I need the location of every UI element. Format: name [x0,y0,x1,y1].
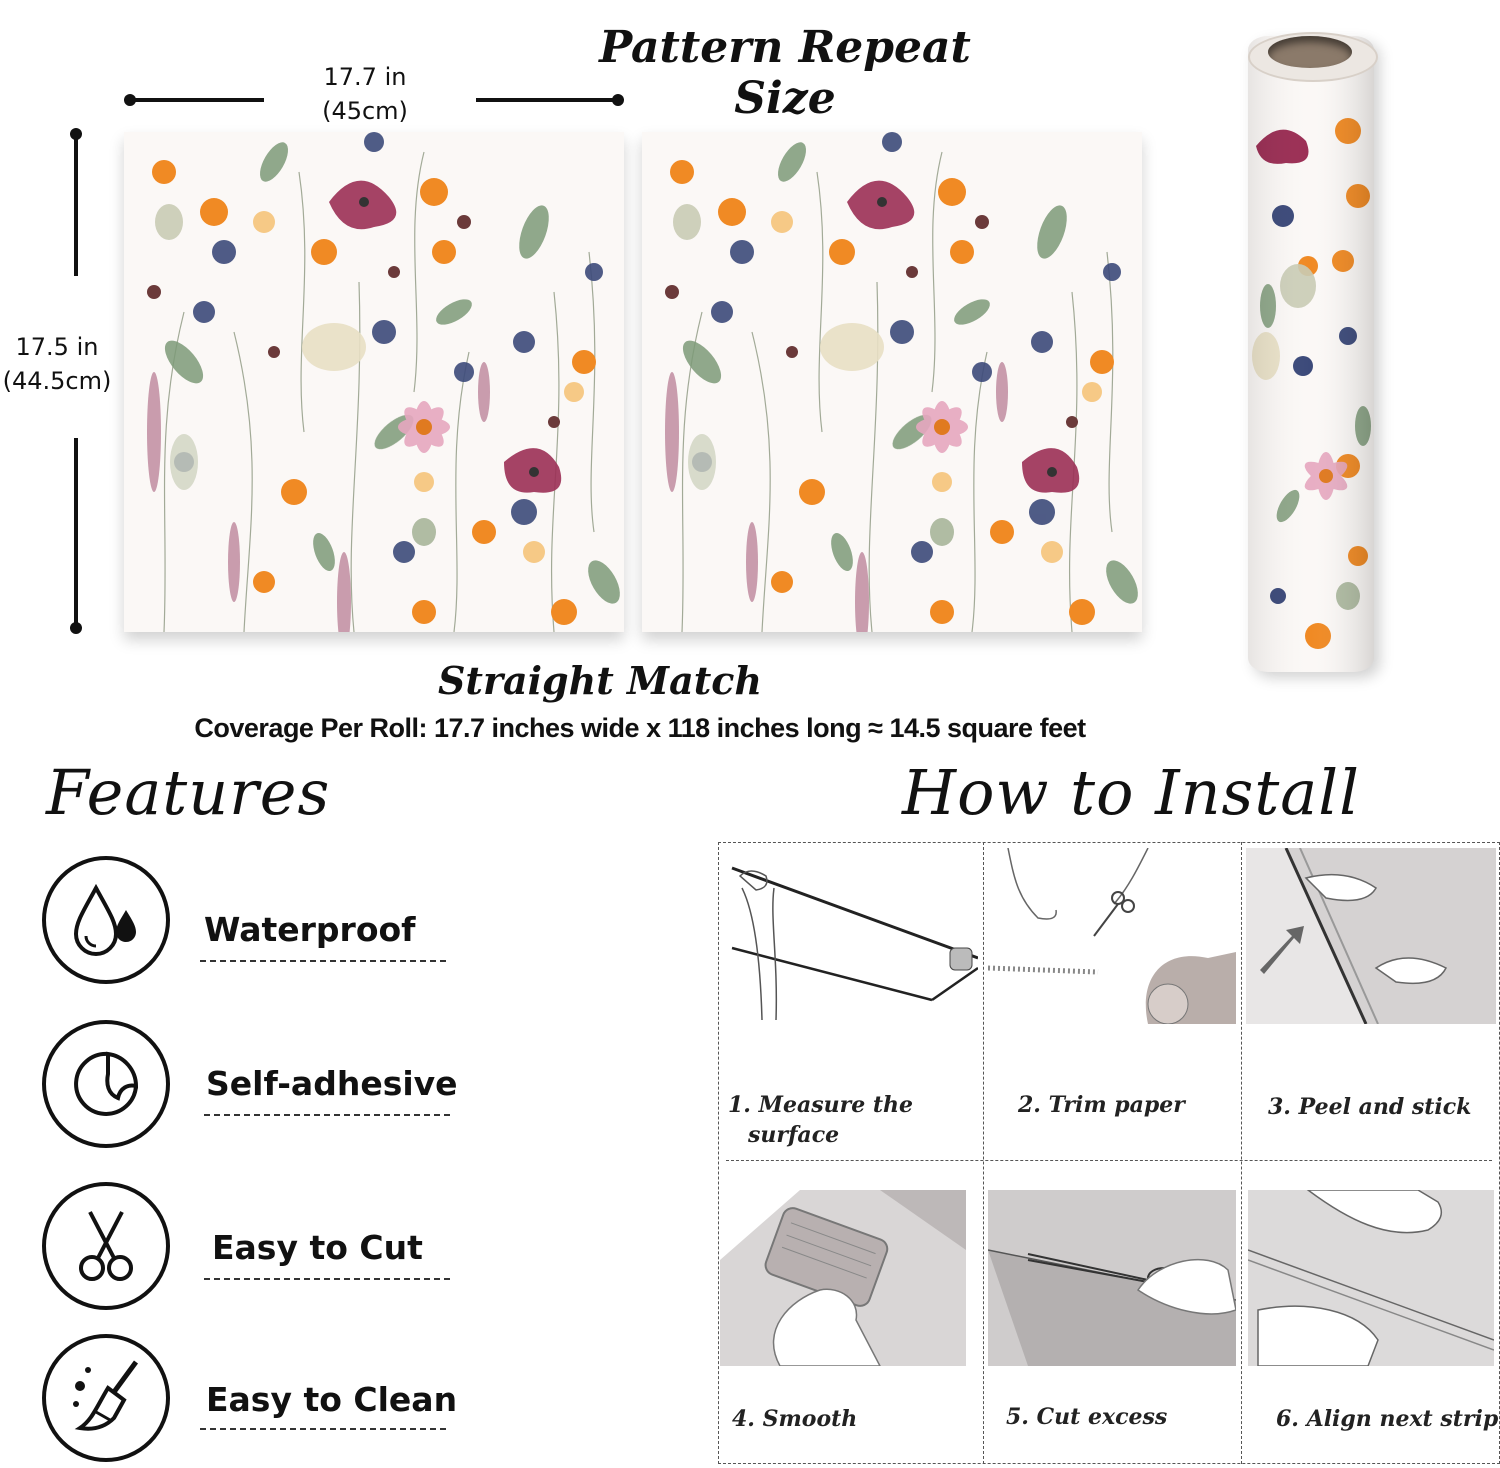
dimension-endpoint [612,94,624,106]
width-label-inches: 17.7 in [323,63,407,91]
roll-core [1268,36,1352,68]
waterproof-badge [42,856,170,984]
features-title: Features [46,756,331,829]
width-label: 17.7 in (45cm) [290,60,440,128]
feature-divider [204,1278,450,1280]
step-trim-illustration [988,848,1236,1024]
how-to-install-title: How to Install [902,756,1360,829]
step-measure-illustration [722,848,978,1020]
grid-divider [1241,842,1242,1464]
feature-label-waterproof: Waterproof [204,910,416,949]
easy-to-clean-badge [42,1334,170,1462]
width-label-cm: (45cm) [322,97,408,125]
broom-sparkle-icon [73,1360,139,1431]
height-dimension-line-top [74,134,78,276]
step-6-label: 6. Align next strip [1276,1406,1499,1432]
dimension-endpoint [70,622,82,634]
wallpaper-roll [1248,36,1374,672]
step-1-label: 1. Measure the surface [728,1090,913,1150]
step-smooth-illustration [720,1190,966,1366]
width-dimension-line-left [130,98,264,102]
self-adhesive-badge [42,1020,170,1148]
height-label: 17.5 in (44.5cm) [0,330,114,398]
feature-divider [200,1428,446,1430]
floral-pattern-panel-1 [124,132,624,632]
feature-label-easy-to-clean: Easy to Clean [206,1380,458,1419]
grid-divider [983,842,984,1464]
step-peel-illustration [1246,848,1496,1024]
height-label-cm: (44.5cm) [2,367,112,395]
height-dimension-line-bottom [74,438,78,628]
feature-label-self-adhesive: Self-adhesive [206,1064,458,1103]
straight-match-title: Straight Match [437,658,763,703]
step-4-label: 4. Smooth [732,1406,858,1432]
peel-sticker-icon [74,1051,139,1116]
step-1-line-2: surface [748,1122,840,1148]
floral-pattern-panel-2 [642,132,1142,632]
feature-divider [200,960,446,962]
pattern-repeat-title: Pattern Repeat Size [599,22,971,124]
step-3-label: 3. Peel and stick [1268,1094,1472,1120]
step-cut-excess-illustration [988,1190,1236,1366]
scissors-icon [79,1211,133,1281]
step-align-illustration [1248,1190,1494,1366]
water-drops-icon [73,883,136,956]
step-2-label: 2. Trim paper [1018,1092,1185,1118]
step-5-label: 5. Cut excess [1006,1404,1168,1430]
width-dimension-line-right [476,98,618,102]
grid-divider [726,1160,1492,1161]
height-label-inches: 17.5 in [15,333,99,361]
easy-to-cut-badge [42,1182,170,1310]
coverage-text: Coverage Per Roll: 17.7 inches wide x 11… [194,713,1086,743]
feature-label-easy-to-cut: Easy to Cut [212,1228,423,1267]
feature-divider [204,1114,450,1116]
step-1-line-1: 1. Measure the [728,1092,914,1118]
